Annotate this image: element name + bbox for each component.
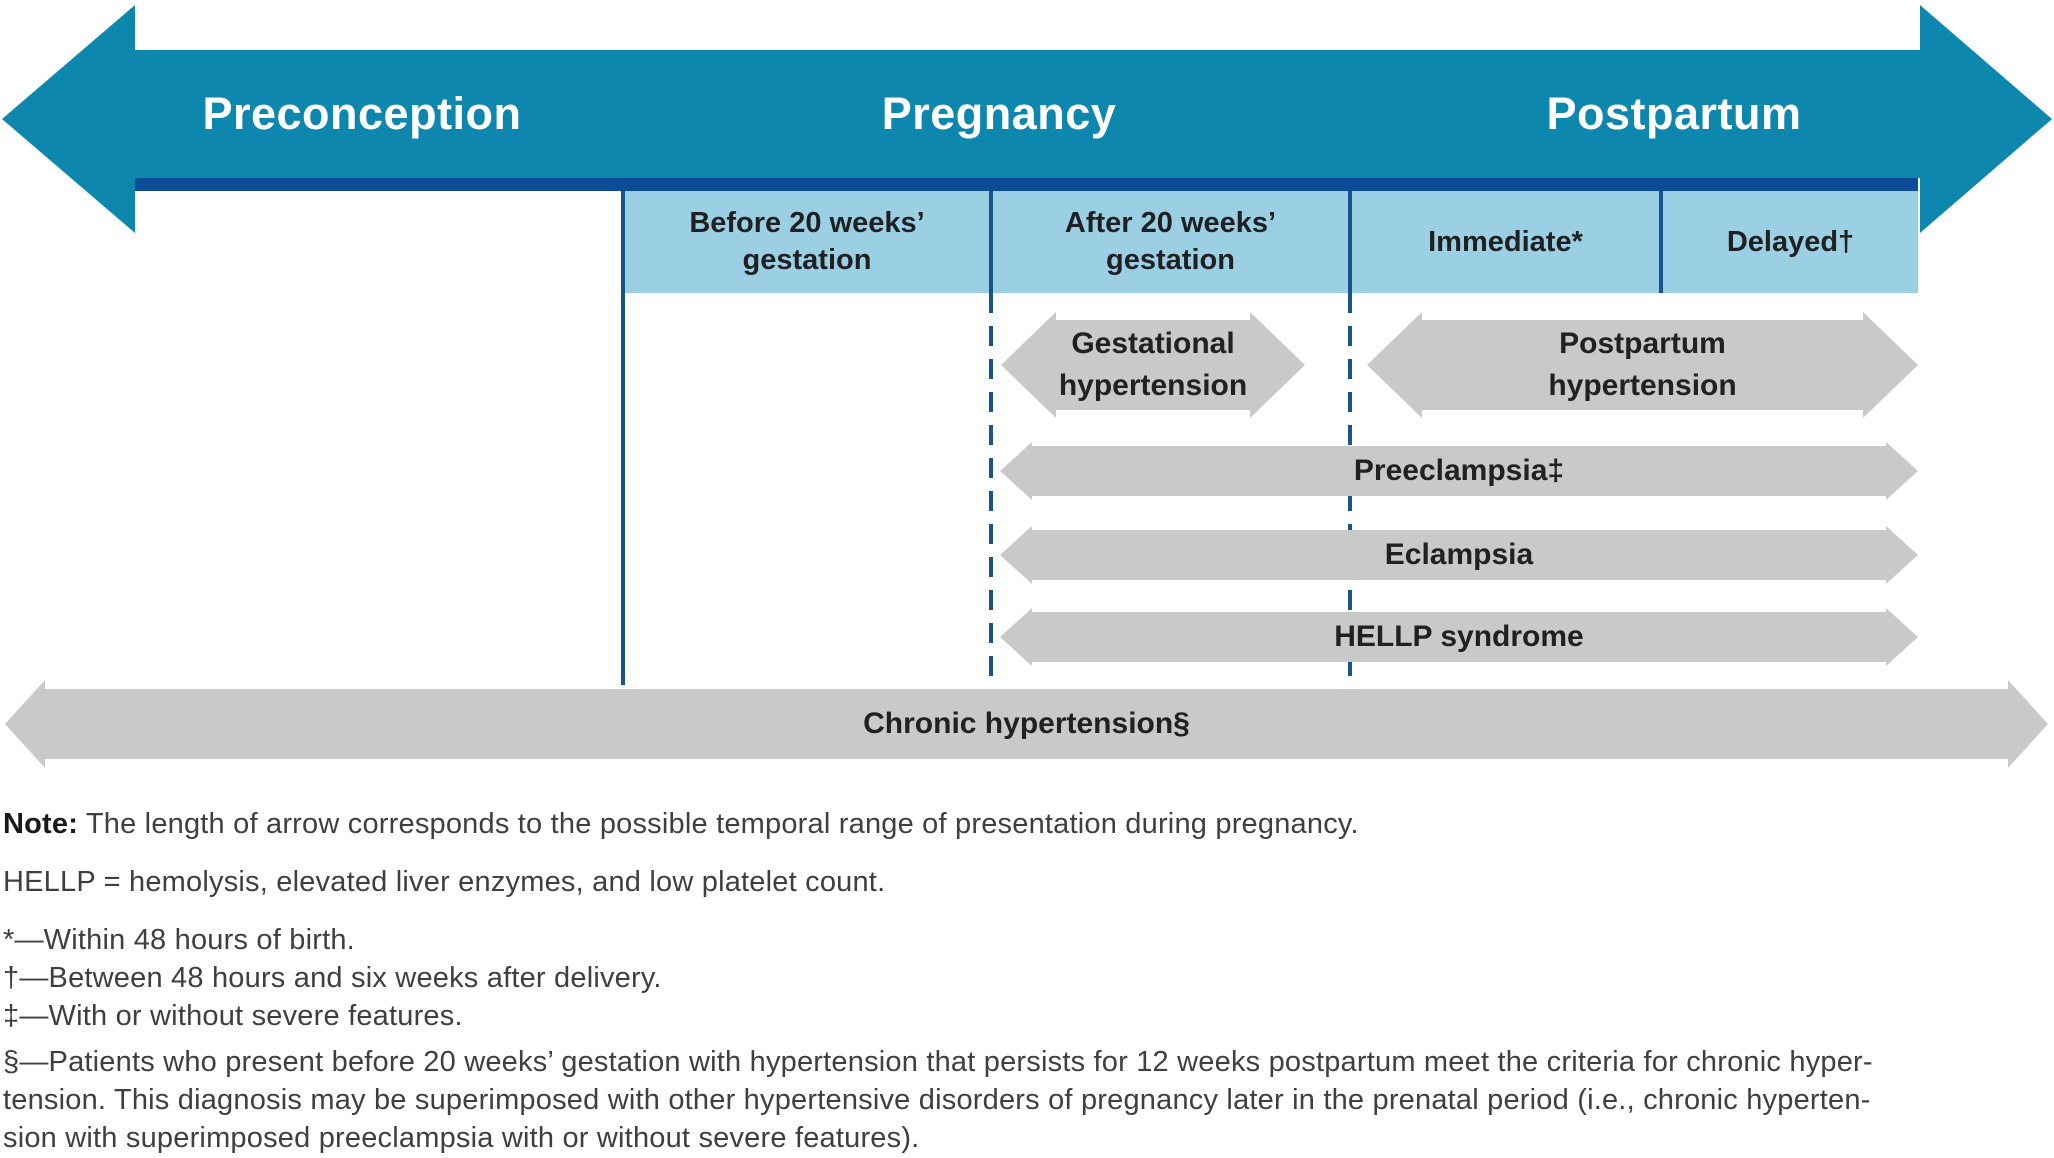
period-cell-line: Delayed† — [1726, 225, 1855, 258]
arrow-eclampsia: Eclampsia — [1000, 526, 1918, 584]
arrow-right-point-icon — [1250, 312, 1305, 418]
arrow-label: Eclampsia — [1000, 526, 1918, 584]
arrow-chronic-hypertension: Chronic hypertension§ — [5, 680, 2048, 768]
arrow-label-line: Chronic hypertension§ — [863, 707, 1190, 740]
period-cell-line: Immediate* — [1428, 225, 1583, 258]
figure-note: Note: The length of arrow corresponds to… — [3, 808, 1359, 841]
arrow-right-point-icon — [1886, 442, 1918, 500]
arrow-band — [45, 689, 2008, 759]
arrow-band — [1032, 446, 1886, 496]
period-cell-immediate: Immediate* — [1352, 191, 1659, 293]
arrow-label: Preeclampsia‡ — [1000, 442, 1918, 500]
arrow-gestational-hypertension: Gestational hypertension — [1001, 312, 1305, 418]
arrow-band — [1032, 612, 1886, 662]
arrow-postpartum-hypertension: Postpartum hypertension — [1367, 312, 1918, 418]
arrow-right-point-icon — [1886, 608, 1918, 666]
period-cell-after-20-weeks: After 20 weeks’ gestation — [993, 191, 1348, 293]
phase-label-pregnancy: Pregnancy — [881, 88, 1117, 139]
arrow-label-line: Eclampsia — [1384, 538, 1534, 571]
guide-line-solid-preconception-boundary — [621, 191, 625, 685]
arrow-label-line: Gestational — [1071, 327, 1235, 360]
period-cell-before-20-weeks: Before 20 weeks’ gestation — [625, 191, 989, 293]
arrow-label: Chronic hypertension§ — [5, 680, 2048, 768]
phase-label-postpartum: Postpartum — [1546, 88, 1802, 139]
period-cell-delayed: Delayed† — [1663, 191, 1918, 293]
arrow-preeclampsia: Preeclampsia‡ — [1000, 442, 1918, 500]
arrow-left-point-icon — [1000, 608, 1032, 666]
period-separator-line — [1659, 191, 1663, 293]
hellp-definition: HELLP = hemolysis, elevated liver enzyme… — [3, 866, 886, 898]
period-separator-line — [1348, 191, 1352, 293]
footnote-dagger: †—Between 48 hours and six weeks after d… — [3, 962, 662, 994]
period-cell-line: gestation — [1106, 244, 1235, 276]
arrow-band — [1032, 530, 1886, 580]
footnote-double-dagger: ‡—With or without severe features. — [3, 1000, 463, 1032]
phase-label-preconception: Preconception — [202, 88, 522, 139]
timeline-underline — [135, 178, 1918, 191]
arrow-left-point-icon — [1000, 526, 1032, 584]
arrow-band — [1422, 320, 1863, 410]
footnote-section-block: §—Patients who present before 20 weeks’ … — [3, 1043, 1873, 1157]
period-cell-line: After 20 weeks’ — [1064, 207, 1277, 239]
period-cell-line: Before 20 weeks’ — [689, 207, 925, 239]
arrow-label-line: HELLP syndrome — [1334, 620, 1584, 653]
footnote-asterisk: *—Within 48 hours of birth. — [3, 924, 355, 956]
timeline-arrow-body — [135, 50, 1920, 178]
arrow-label-line: Postpartum — [1559, 327, 1726, 360]
arrow-hellp-syndrome: HELLP syndrome — [1000, 608, 1918, 666]
arrow-left-point-icon — [5, 680, 45, 768]
arrow-label-line: hypertension — [1548, 369, 1737, 402]
arrow-right-point-icon — [1886, 526, 1918, 584]
note-label: Note: — [3, 808, 79, 840]
footnote-section-line: §—Patients who present before 20 weeks’ … — [3, 1046, 1873, 1078]
arrow-label-line: hypertension — [1058, 369, 1248, 402]
arrow-right-point-icon — [2008, 680, 2048, 768]
note-text: The length of arrow corresponds to the p… — [85, 808, 1359, 840]
guide-line-dashed-20-weeks — [989, 293, 993, 683]
period-separator-line — [989, 191, 993, 293]
arrow-label: Gestational hypertension — [1001, 312, 1305, 418]
arrow-label: HELLP syndrome — [1000, 608, 1918, 666]
timeline-arrow-right-head-icon — [1920, 5, 2052, 233]
footnote-section-line: tension. This diagnosis may be superimpo… — [3, 1084, 1871, 1116]
arrow-left-point-icon — [1001, 312, 1056, 418]
footnote-section-line: sion with superimposed preeclampsia with… — [3, 1122, 920, 1154]
arrow-left-point-icon — [1000, 442, 1032, 500]
arrow-right-point-icon — [1863, 312, 1918, 418]
period-cell-line: gestation — [742, 244, 872, 276]
arrow-left-point-icon — [1367, 312, 1422, 418]
arrow-band — [1056, 320, 1250, 410]
footnote-block: *—Within 48 hours of birth. †—Between 48… — [3, 921, 662, 1035]
arrow-label: Postpartum hypertension — [1367, 312, 1918, 418]
timeline-arrow-left-head-icon — [2, 5, 135, 233]
arrow-label-line: Preeclampsia‡ — [1353, 454, 1565, 487]
